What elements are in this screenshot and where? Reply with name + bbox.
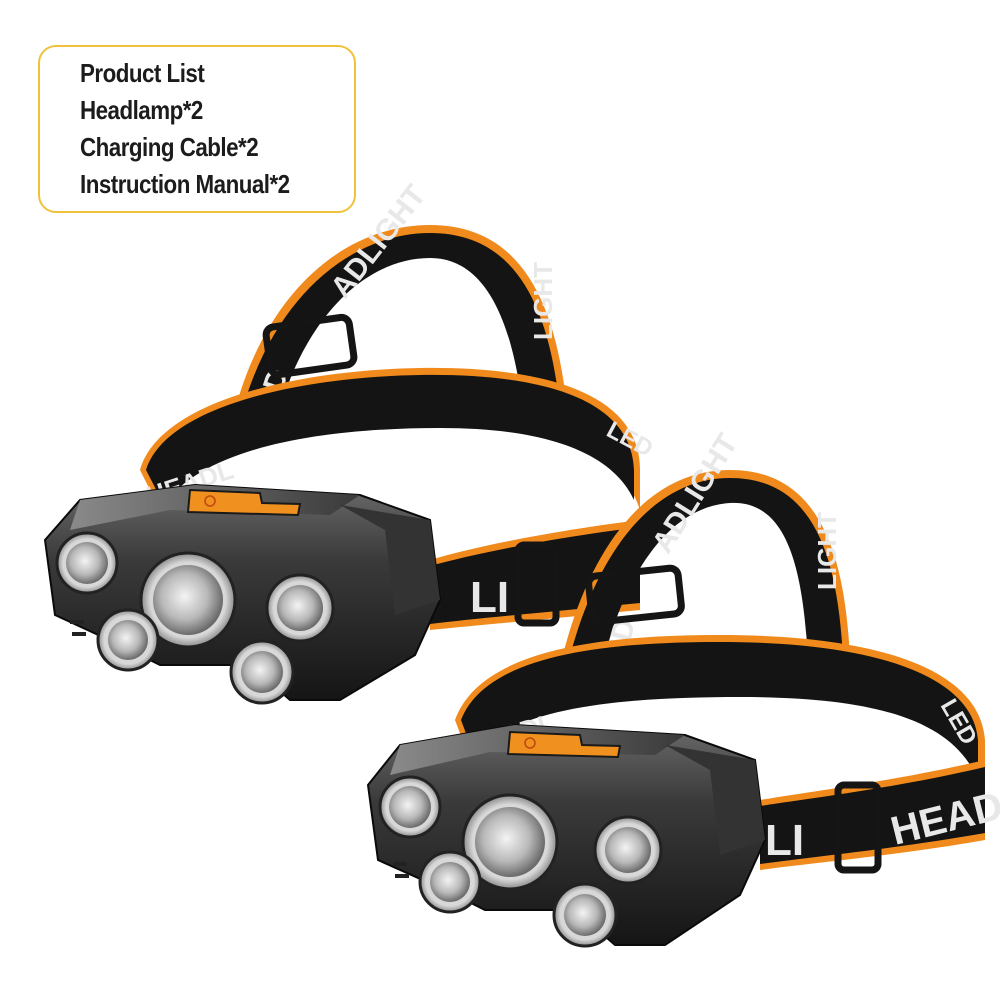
- lens-icon: [96, 608, 160, 672]
- headlamp-2-head-band: HEADL LED LI HEAD: [455, 635, 1000, 870]
- strap-buckle: [585, 564, 685, 626]
- strap-buckle: [834, 781, 882, 874]
- product-list-item-charging-cable: Charging Cable*2: [80, 132, 259, 162]
- lens-icon: [461, 793, 559, 891]
- lens-icon: [593, 815, 663, 885]
- strap-buckle: [262, 313, 358, 379]
- strap-text-li: LI: [765, 816, 804, 865]
- headlamp-2: LED ADLIGHT LIGHT HEADL LED LI HEAD: [366, 428, 1000, 948]
- product-list-title: Product List: [80, 58, 205, 88]
- lens-icon: [378, 775, 442, 839]
- product-list-item-headlamp: Headlamp*2: [80, 95, 203, 125]
- strap-buckle: [514, 541, 560, 627]
- strap-text-light: LIGHT: [812, 512, 842, 590]
- strap-text-li: LI: [470, 573, 509, 622]
- lens-icon: [229, 639, 295, 705]
- lens-icon: [139, 551, 237, 649]
- product-list-box: Product List Headlamp*2 Charging Cable*2…: [38, 45, 356, 213]
- lens-icon: [55, 531, 119, 595]
- lens-icon: [418, 850, 482, 914]
- headlamp-1: LED ADLIGHT LIGHT HEADL LED LI: [43, 179, 657, 705]
- lens-icon: [552, 882, 618, 948]
- headlamp-2-body: [366, 723, 767, 948]
- power-button-icon: [506, 730, 622, 759]
- product-list-item-instruction-manual: Instruction Manual*2: [80, 169, 290, 199]
- power-button-icon: [186, 488, 302, 517]
- lens-icon: [265, 573, 335, 643]
- strap-text-light: LIGHT: [528, 262, 558, 340]
- headlamp-1-body: [43, 483, 442, 705]
